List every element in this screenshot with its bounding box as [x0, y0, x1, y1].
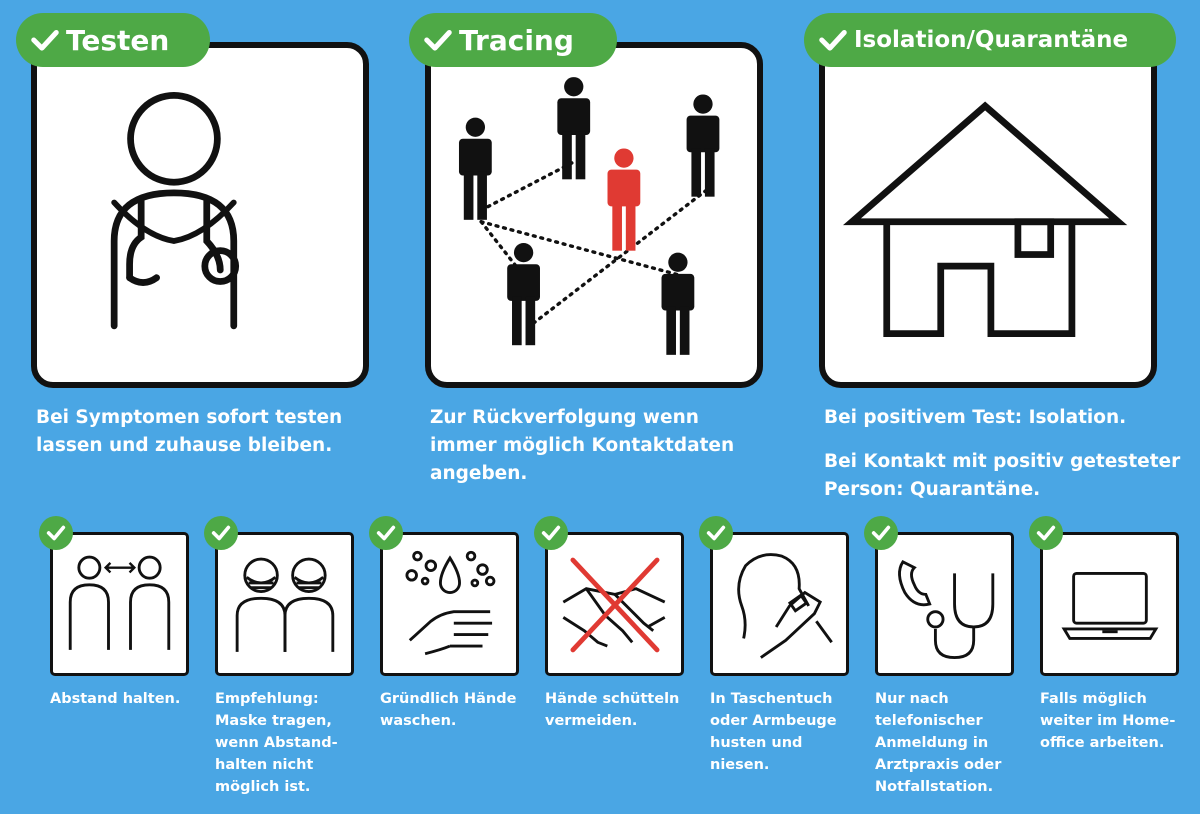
checkmark-icon — [424, 30, 452, 51]
checkmark-icon — [211, 525, 231, 541]
tracing-panel — [425, 42, 763, 388]
mask-people-icon — [235, 557, 335, 652]
measure-caption-distance: Abstand halten. — [50, 691, 181, 707]
check-badge — [699, 516, 733, 550]
check-badge — [534, 516, 568, 550]
hand-washing-icon — [405, 550, 496, 656]
measure-tile-phone — [875, 532, 1014, 676]
section-pill-testen: Testen — [16, 13, 210, 67]
section-title: Testen — [66, 23, 170, 57]
measure-tile-laptop — [1040, 532, 1179, 676]
measure-caption-cough: In Taschentuch oder Armbeuge husten und … — [710, 691, 837, 773]
measure-tile-handwashing — [380, 532, 519, 676]
measure-caption-phone: Nur nach telefonischer Anmeldung in Arzt… — [875, 691, 1002, 795]
check-badge — [1029, 516, 1063, 550]
phone-stethoscope-icon — [898, 560, 995, 660]
measure-tile-no-handshake — [545, 532, 684, 676]
check-badge — [864, 516, 898, 550]
measure-tile-cough — [710, 532, 849, 676]
measure-caption-handwashing: Gründlich Hände waschen. — [380, 691, 517, 729]
checkmark-icon — [1036, 525, 1056, 541]
testen-panel — [31, 42, 369, 388]
measure-tile-mask — [215, 532, 354, 676]
tracing-description: Zur Rückverfolgung wenn immer möglich Ko… — [430, 407, 735, 484]
testen-description: Bei Symptomen sofort testen lassen und z… — [36, 407, 343, 456]
check-badge — [369, 516, 403, 550]
house-icon — [842, 101, 1128, 338]
checkmark-icon — [706, 525, 726, 541]
section-title: Isolation/Quarantäne — [854, 27, 1129, 53]
doctor-stethoscope-icon — [110, 92, 240, 330]
checkmark-icon — [871, 525, 891, 541]
checkmark-icon — [541, 525, 561, 541]
check-badge — [204, 516, 238, 550]
checkmark-icon — [376, 525, 396, 541]
isolation-panel — [819, 42, 1157, 388]
contact-tracing-network-icon — [458, 77, 720, 355]
measure-caption-no-handshake: Hände schütteln vermeiden. — [545, 691, 680, 729]
isolation-description: Bei positivem Test: Isolation. Bei Konta… — [824, 407, 1181, 500]
checkmark-icon — [46, 525, 66, 541]
check-badge — [39, 516, 73, 550]
distance-people-icon — [68, 555, 171, 650]
measure-tile-distance — [50, 532, 189, 676]
checkmark-icon — [31, 30, 59, 51]
checkmark-icon — [819, 30, 847, 51]
section-pill-tracing: Tracing — [409, 13, 617, 67]
measure-caption-mask: Empfehlung: Maske tragen, wenn Abstand- … — [215, 691, 338, 795]
cough-elbow-icon — [737, 553, 833, 659]
section-title: Tracing — [459, 23, 574, 57]
measure-caption-laptop: Falls möglich weiter im Home- office arb… — [1040, 691, 1176, 751]
no-handshake-icon — [562, 557, 666, 653]
section-pill-isolation: Isolation/Quarantäne — [804, 13, 1176, 67]
laptop-icon — [1061, 571, 1159, 640]
